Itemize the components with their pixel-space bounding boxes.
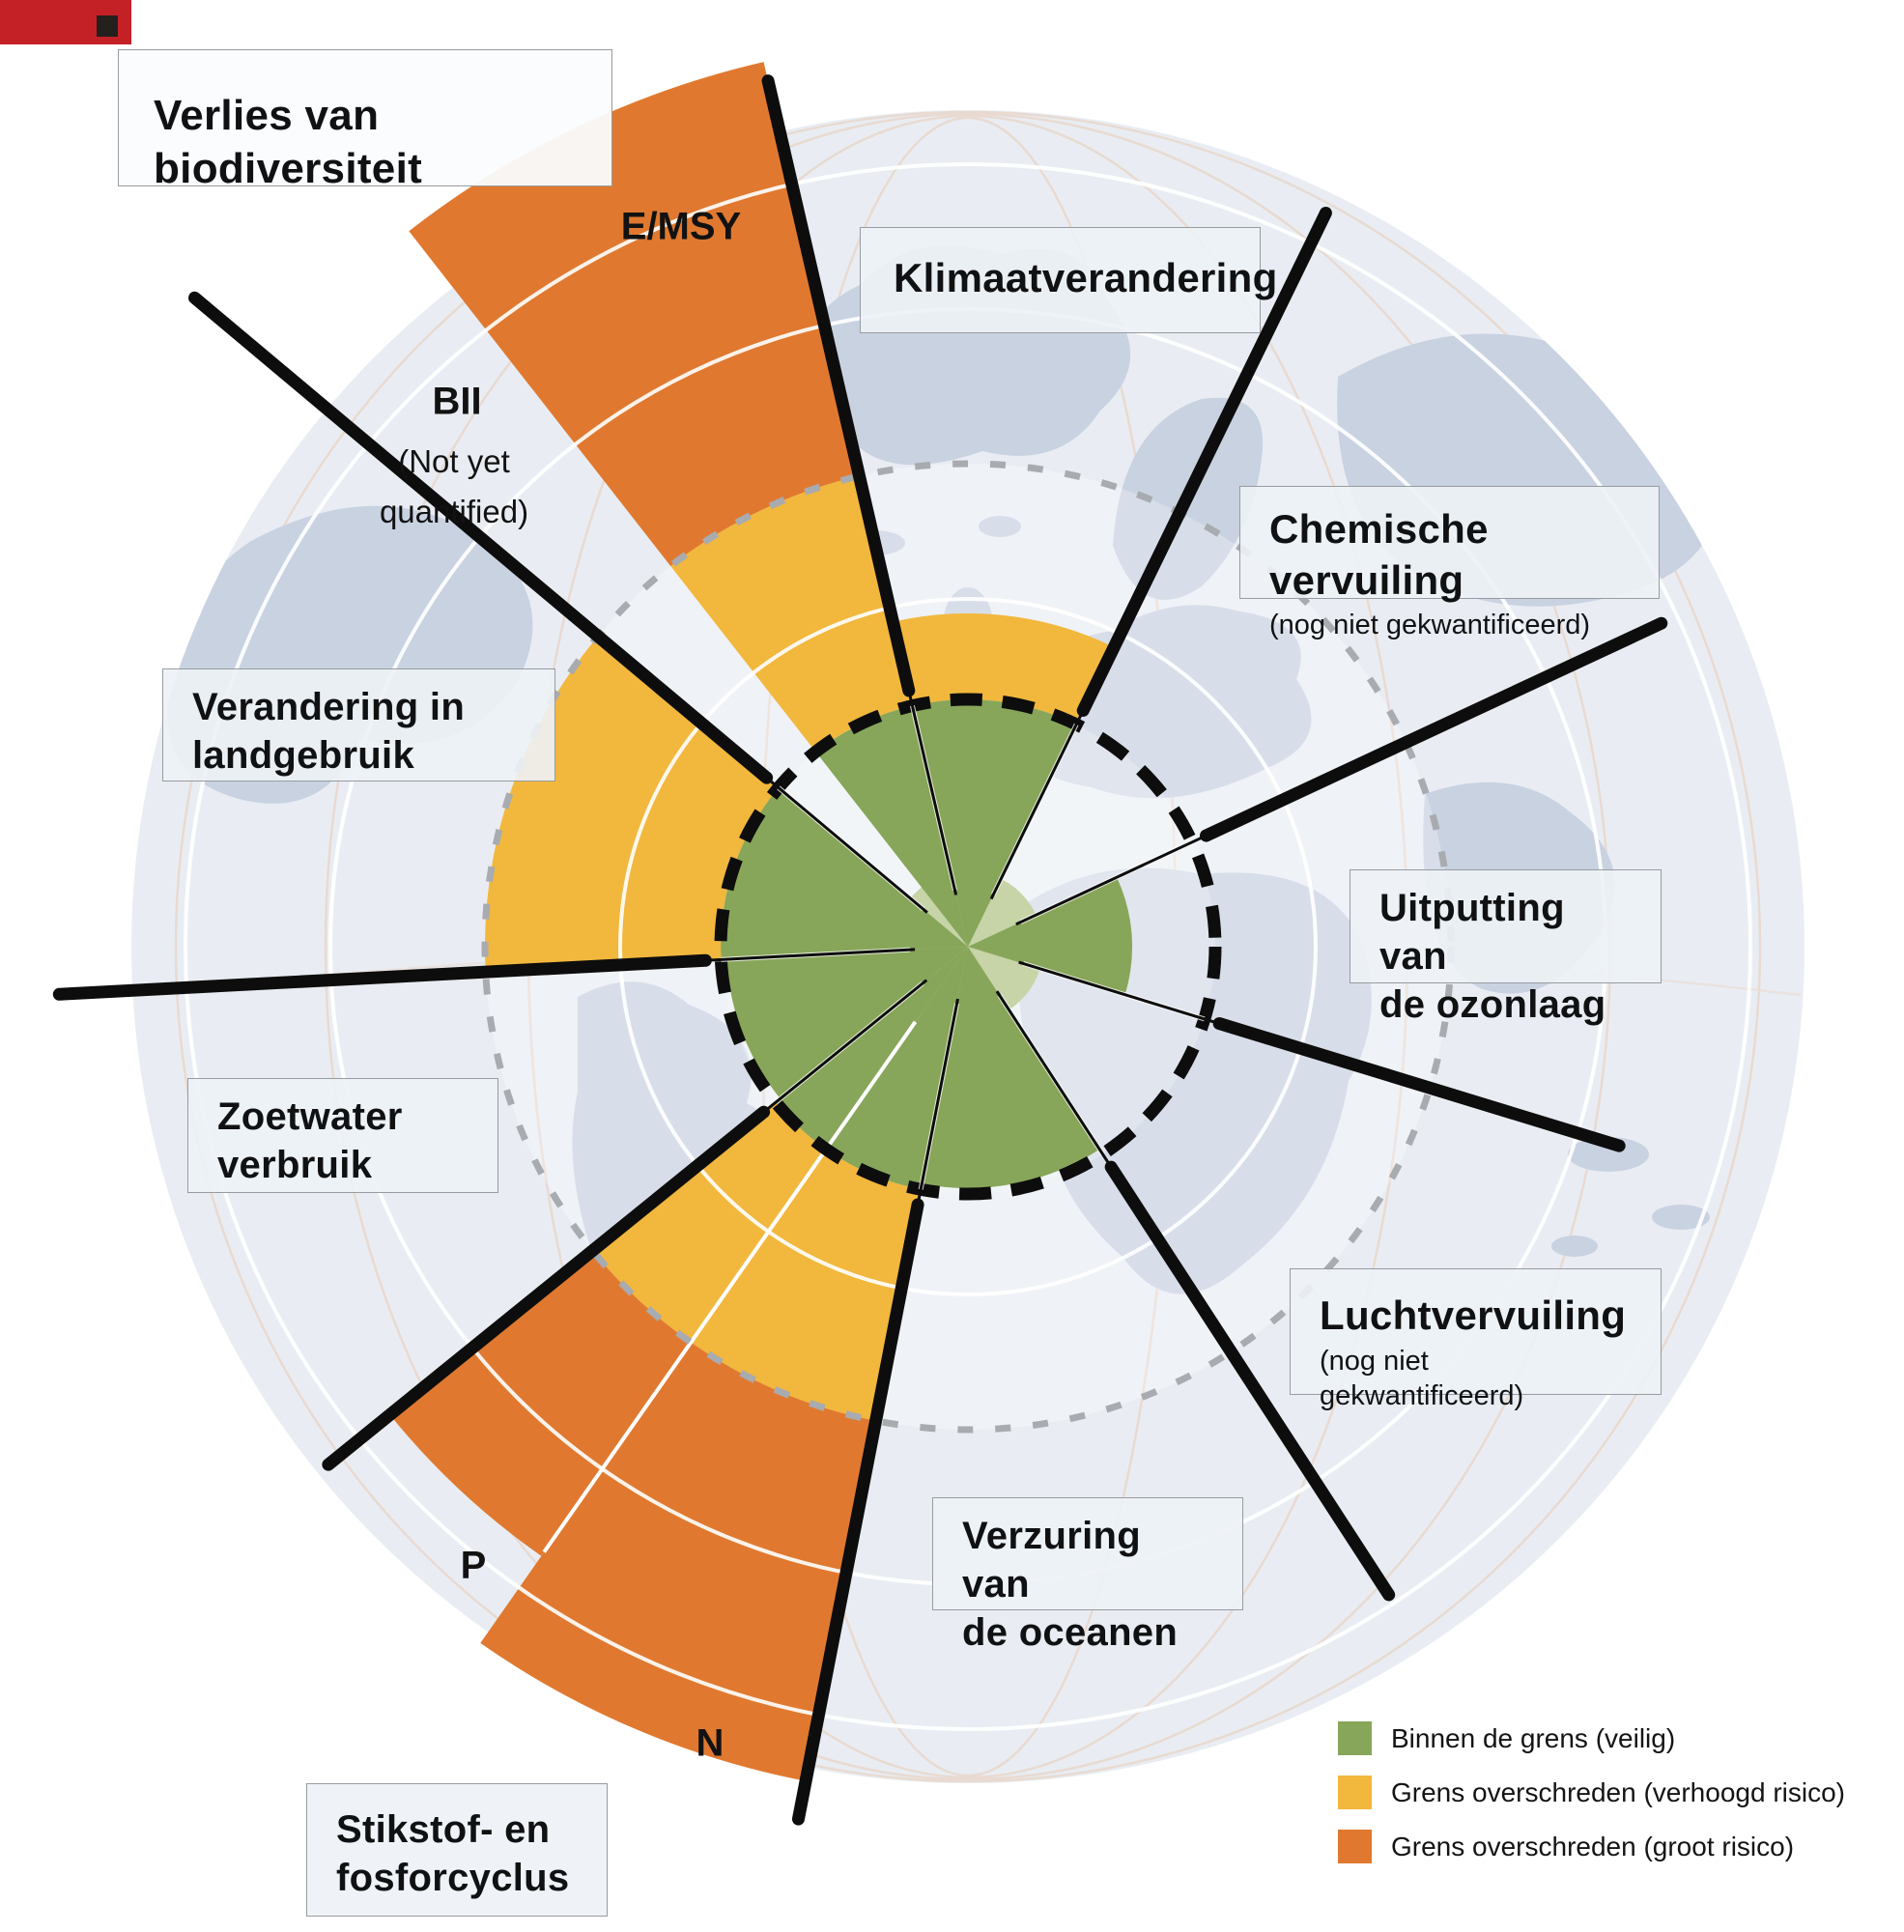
label-verlies-van-biodiversiteit: Verlies van biodiversiteit: [118, 49, 612, 192]
label-luchtvervuiling: Luchtvervuiling (nog niet gekwantificeer…: [1290, 1268, 1662, 1411]
annotation-emsy: E/MSY: [620, 205, 742, 248]
legend-swatch-yellow: [1338, 1776, 1372, 1809]
legend-item-increased-risk: Grens overschreden (verhoogd risico): [1338, 1776, 1845, 1809]
label-text-line2: de oceanen: [962, 1611, 1179, 1654]
label-zoetwater-verbruik: Zoetwater verbruik: [187, 1078, 498, 1193]
corner-logo-notch: [97, 15, 118, 37]
label-text-line2: verbruik: [217, 1144, 373, 1186]
annotation-bii-note-line2: quantified): [379, 494, 529, 529]
annotation-n: N: [696, 1721, 725, 1765]
legend-swatch-orange: [1338, 1830, 1372, 1863]
legend-item-safe: Binnen de grens (veilig): [1338, 1721, 1845, 1755]
annotation-p: P: [460, 1544, 487, 1587]
label-verzuring-oceanen: Verzuring van de oceanen: [932, 1497, 1243, 1654]
label-text-line1: Uitputting van: [1379, 887, 1565, 978]
label-chemische-vervuiling: Chemische vervuiling (nog niet gekwantif…: [1239, 486, 1660, 640]
label-stikstof-fosforcyclus: Stikstof- en fosforcyclus: [306, 1783, 608, 1917]
label-uitputting-ozonlaag: Uitputting van de ozonlaag: [1350, 869, 1662, 1026]
label-text-line1: Stikstof- en: [336, 1808, 551, 1851]
legend-swatch-green: [1338, 1721, 1372, 1755]
label-verandering-landgebruik: Verandering in landgebruik: [162, 668, 555, 781]
legend-item-high-risk: Grens overschreden (groot risico): [1338, 1830, 1845, 1863]
label-text-line1: Verandering in: [192, 686, 466, 728]
legend-label: Binnen de grens (veilig): [1391, 1722, 1676, 1753]
legend: Binnen de grens (veilig) Grens overschre…: [1338, 1721, 1845, 1884]
label-klimaatverandering: Klimaatverandering: [860, 227, 1277, 333]
label-subtext: (nog niet gekwantificeerd): [1269, 610, 1591, 640]
label-text: Verlies van biodiversiteit: [154, 92, 423, 192]
label-text-line2: landgebruik: [192, 734, 414, 777]
label-text-line2: fosforcyclus: [336, 1857, 570, 1899]
annotation-bii-note-line1: (Not yet: [398, 443, 510, 479]
legend-label: Grens overschreden (verhoogd risico): [1391, 1776, 1845, 1807]
label-text-line1: Verzuring van: [962, 1515, 1141, 1605]
chart-sectors-layer: [52, 62, 1752, 1826]
label-text-line1: Zoetwater: [217, 1095, 403, 1138]
annotation-bii: BII: [432, 380, 482, 423]
label-text-line2: de ozonlaag: [1379, 983, 1606, 1026]
label-text: Luchtvervuiling: [1320, 1293, 1627, 1338]
label-text: Klimaatverandering: [894, 255, 1278, 300]
corner-logo-artifact: [0, 0, 131, 44]
legend-label: Grens overschreden (groot risico): [1391, 1831, 1795, 1861]
label-text: Chemische vervuiling: [1269, 506, 1489, 603]
label-subtext: (nog niet gekwantificeerd): [1320, 1345, 1524, 1411]
